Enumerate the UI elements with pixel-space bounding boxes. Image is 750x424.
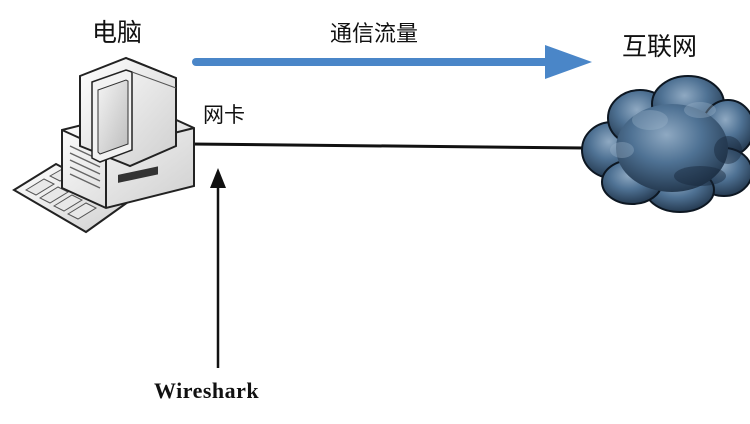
traffic-label: 通信流量 <box>330 22 419 47</box>
nic-label: 网卡 <box>203 103 245 127</box>
capture-arrow <box>210 168 226 368</box>
computer-label: 电脑 <box>92 18 143 47</box>
nic-connection-line <box>189 142 586 150</box>
internet-cloud-icon <box>581 75 750 213</box>
traffic-arrow <box>192 45 592 79</box>
wireshark-label: Wireshark <box>154 378 260 403</box>
internet-label: 互联网 <box>622 32 698 61</box>
desktop-computer-icon <box>12 56 195 234</box>
